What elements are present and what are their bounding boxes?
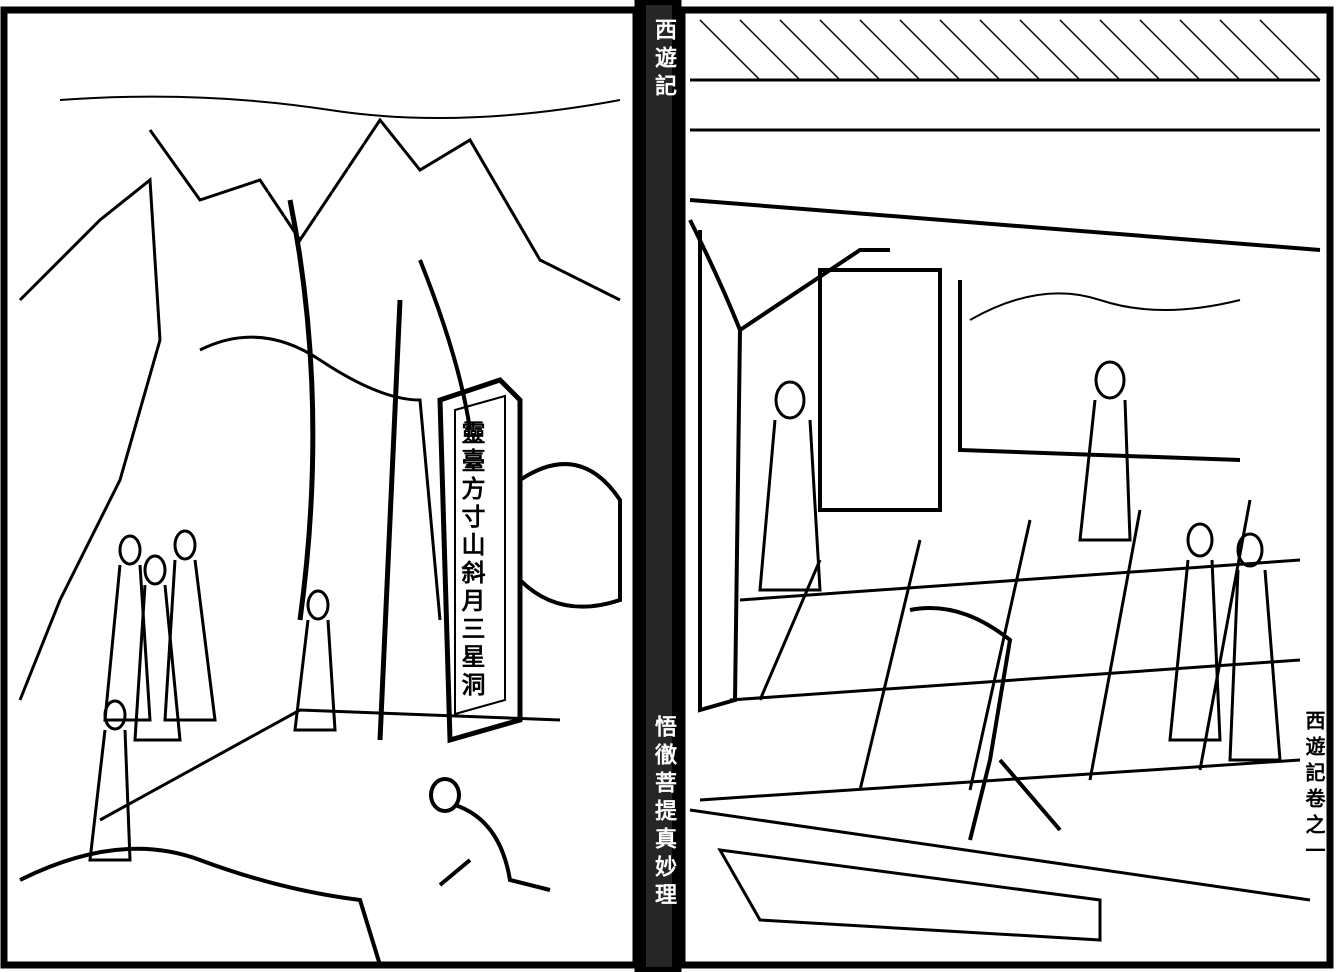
- right-panel-frame: [678, 6, 1334, 969]
- immortals-group: [88, 529, 337, 862]
- margin-title: 西遊記: [651, 18, 677, 102]
- stele-inscription: 靈臺方寸山斜月三星洞: [457, 420, 486, 700]
- center-margin: [634, 0, 682, 972]
- curtain: [688, 219, 890, 713]
- hall-figures: [758, 360, 1282, 841]
- kneeling-monkey-figure: [429, 777, 551, 892]
- doorway: [818, 268, 1241, 512]
- stone-stele: [437, 377, 523, 744]
- right-margin-caption: 西遊記卷之一: [1302, 710, 1326, 866]
- hall-roof: [689, 19, 1321, 252]
- floor-tiles: [689, 499, 1311, 942]
- margin-caption: 悟徹菩提真妙理: [651, 715, 677, 911]
- left-panel-frame: [0, 6, 640, 969]
- left-landscape: [18, 95, 622, 966]
